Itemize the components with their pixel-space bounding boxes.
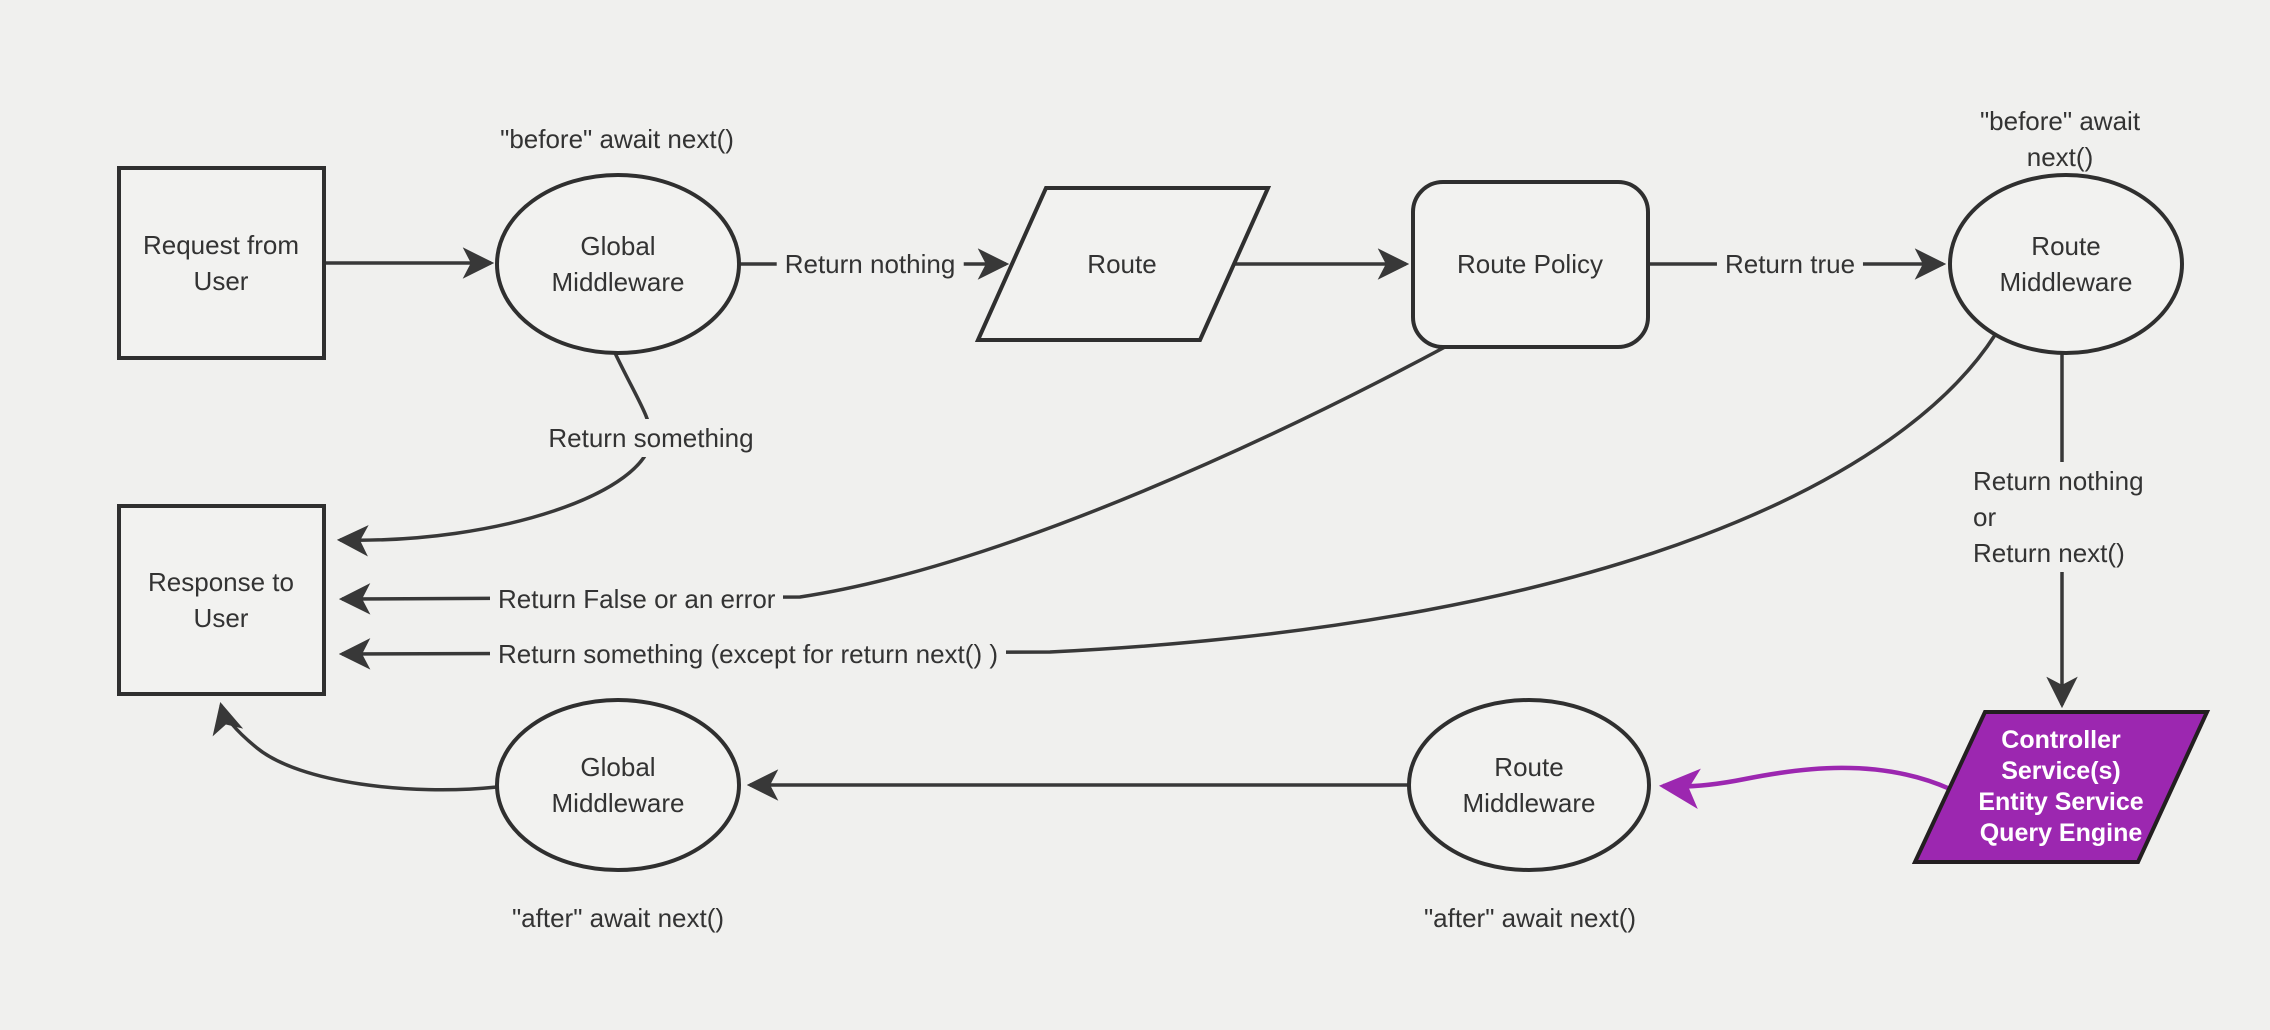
return-nothing-or-next-edge-label: Return nothing or Return next(): [1965, 462, 2152, 572]
after-await-next-annotation-left: "after" await next(): [511, 903, 725, 933]
global-middleware-bottom-label: Global Middleware: [551, 752, 685, 818]
edge-controller-to-route-middleware: [1658, 765, 1951, 809]
edge-return-something-to-response: [336, 352, 653, 557]
return-true-edge-label: Return true: [1716, 245, 1864, 283]
global-middleware-top-shape: [495, 173, 741, 355]
return-nothing-edge-label: Return nothing: [776, 245, 964, 283]
return-something-except-edge-label: Return something (except for return next…: [490, 635, 1006, 673]
edge-return-something-except-to-response: [338, 334, 1997, 670]
global-middleware-bottom-shape: [495, 698, 741, 872]
request-node-shape: [117, 166, 326, 360]
after-await-next-annotation-right: "after" await next(): [1423, 903, 1637, 933]
edge-global-middleware-to-response: [212, 701, 498, 792]
request-node-label: Request from User: [142, 230, 300, 296]
return-something-edge-label: Return something: [540, 419, 762, 457]
route-node-label: Route: [1087, 249, 1157, 279]
edge-return-false-to-response: [338, 345, 1446, 615]
route-middleware-top-shape: [1948, 173, 2184, 355]
global-middleware-top-label: Global Middleware: [551, 231, 685, 297]
before-await-next-annotation-left: "before" await next(): [500, 124, 734, 154]
response-node-label: Response to User: [148, 567, 294, 633]
route-middleware-top-label: Route Middleware: [1999, 231, 2133, 297]
controller-services-shape: [1911, 710, 2211, 864]
route-middleware-bottom-label: Route Middleware: [1462, 752, 1596, 818]
route-middleware-bottom-shape: [1407, 698, 1651, 872]
before-await-next-annotation-right: "before" await next(): [1979, 106, 2141, 172]
route-policy-label: Route Policy: [1457, 249, 1603, 279]
controller-services-label: Controller Service(s) Entity Service Que…: [1978, 726, 2144, 847]
route-policy-shape: [1411, 180, 1650, 349]
response-node-shape: [117, 504, 326, 696]
return-false-or-error-edge-label: Return False or an error: [490, 580, 784, 618]
route-node-shape: [974, 186, 1272, 342]
